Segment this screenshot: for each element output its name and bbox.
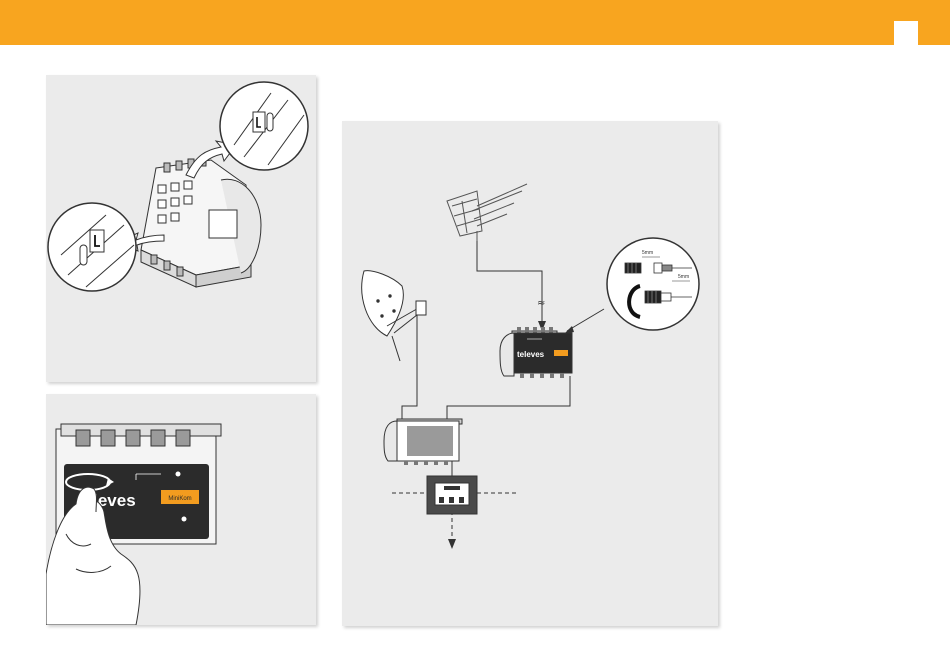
page-number-box: [894, 21, 918, 45]
strip-length-bottom: 5mm: [678, 274, 689, 280]
model-text: MiniKom: [168, 496, 191, 502]
amplifier-enclosure: [141, 157, 261, 287]
terrestrial-antenna: [447, 184, 527, 241]
connector-detail-circle: 5mm 5mm: [607, 238, 699, 330]
splitter-unit: [427, 476, 477, 514]
receiver-unit: [384, 419, 462, 465]
mounting-illustration-panel: [46, 75, 316, 382]
cable-break-mark: ≈: [537, 298, 545, 309]
amplifier-brand: televes: [517, 350, 545, 359]
mounting-illustration: [46, 75, 316, 382]
cable-arrow-down: [448, 539, 456, 549]
detail-circle-bottom: [48, 203, 136, 291]
installation-diagram-panel: ≈: [342, 121, 718, 626]
header-bar: [0, 0, 950, 45]
amplifier-unit: televes: [500, 327, 572, 378]
switch-setting-panel: televes MiniKom: [46, 394, 316, 625]
satellite-dish: [362, 271, 426, 361]
cables: [392, 236, 570, 541]
strip-length-top: 5mm: [642, 250, 653, 256]
switch-setting-illustration: televes MiniKom: [46, 394, 316, 625]
detail-circle-top: [220, 82, 308, 170]
installation-diagram: ≈: [342, 121, 718, 626]
